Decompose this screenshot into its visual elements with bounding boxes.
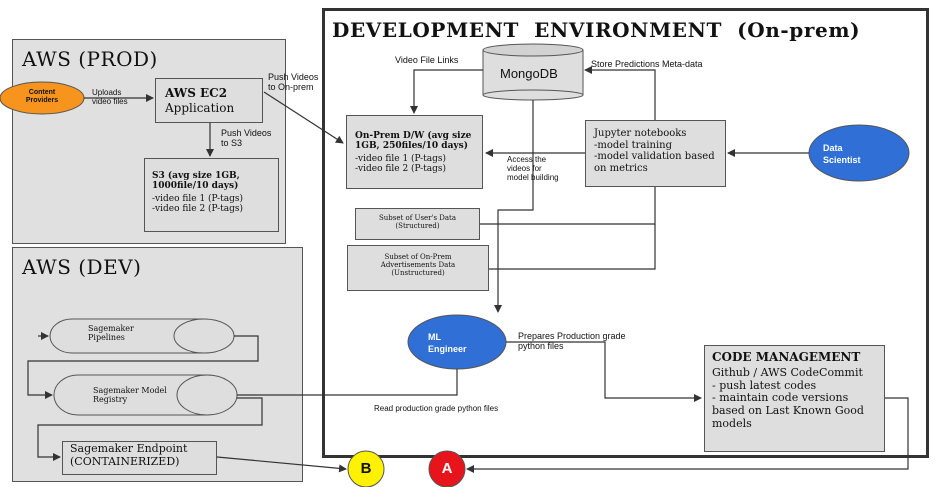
marker-b: B <box>360 460 372 477</box>
edge-push-onprem <box>263 91 344 144</box>
subset-ads-box <box>347 245 489 291</box>
dev-env-title: DEVELOPMENT ENVIRONMENT (On-prem) <box>332 18 861 42</box>
label-uploads: Uploads video files <box>92 88 128 107</box>
sm-registry-shape <box>53 374 238 416</box>
label-push-onprem: Push Videos to On-prem <box>268 72 319 93</box>
mongodb-cylinder <box>482 43 584 101</box>
label-read-prod: Read production grade python files <box>374 404 499 413</box>
subset-user-box <box>355 208 480 240</box>
onprem-dw-items: -video file 1 (P-tags) -video file 2 (P-… <box>355 154 447 175</box>
edge-ml-to-registry <box>237 369 458 396</box>
edge-endpoint-to-b <box>216 456 347 473</box>
marker-a-circle <box>428 450 466 487</box>
onprem-dw-box <box>346 115 483 189</box>
label-access-videos: Access the videos for model building <box>507 155 559 183</box>
ec2-box <box>155 78 263 123</box>
ec2-title: AWS EC2 <box>165 86 228 100</box>
sm-endpoint-box <box>62 441 217 475</box>
ec2-subtitle: Application <box>165 101 235 115</box>
s3-items: -video file 1 (P-tags) -video file 2 (P-… <box>152 194 244 215</box>
mongodb-label: MongoDB <box>500 66 558 81</box>
sm-registry-label: Sagemaker Model Registry <box>93 386 167 405</box>
edge-code-to-a <box>466 397 909 473</box>
marker-b-circle <box>347 450 385 487</box>
edge-ml-to-code <box>506 341 702 402</box>
jupyter-box <box>585 120 726 187</box>
s3-box <box>144 158 279 232</box>
aws-dev-title: AWS (DEV) <box>22 255 142 279</box>
label-prepares: Prepares Production grade python files <box>518 331 626 352</box>
code-mgmt-title: CODE MANAGEMENT <box>712 350 861 364</box>
code-mgmt-body: Github / AWS CodeCommit - push latest co… <box>712 366 864 430</box>
edge-mongo-to-ml <box>494 100 534 313</box>
label-store-predictions: Store Predictions Meta-data <box>591 59 703 69</box>
ml-engineer-label: ML Engineer <box>428 332 467 355</box>
label-push-s3: Push Videos to S3 <box>221 128 272 149</box>
sm-pipelines-label: Sagemaker Pipelines <box>88 324 134 343</box>
edge-store-predictions <box>584 66 656 120</box>
onprem-dw-title: On-Prem D/W (avg size 1GB, 250files/10 d… <box>355 131 472 152</box>
edge-loop-1 <box>27 335 259 399</box>
subset-ads-label: Subset of On-Prem Advertisements Data (U… <box>380 253 456 278</box>
edge-jupyter-to-subset-user <box>480 187 656 225</box>
edge-jupyter-to-subset-ads <box>489 224 656 270</box>
label-video-links: Video File Links <box>395 55 459 65</box>
content-providers-label: Content Providers <box>25 89 59 105</box>
sm-endpoint-label: Sagemaker Endpoint (CONTAINERIZED) <box>70 442 188 468</box>
marker-a: A <box>441 460 453 477</box>
edge-loop-2 <box>37 397 263 461</box>
aws-prod-title: AWS (PROD) <box>22 47 158 71</box>
sm-pipelines-shape <box>49 318 235 354</box>
data-scientist-label: Data Scientist <box>823 143 861 166</box>
code-mgmt-box <box>704 345 885 452</box>
subset-user-label: Subset of User's Data (Structured) <box>378 214 457 231</box>
s3-title: S3 (avg size 1GB, 1000file/10 days) <box>152 171 240 192</box>
jupyter-label: Jupyter notebooks -model training -model… <box>594 128 715 174</box>
edge-video-links <box>410 69 483 114</box>
